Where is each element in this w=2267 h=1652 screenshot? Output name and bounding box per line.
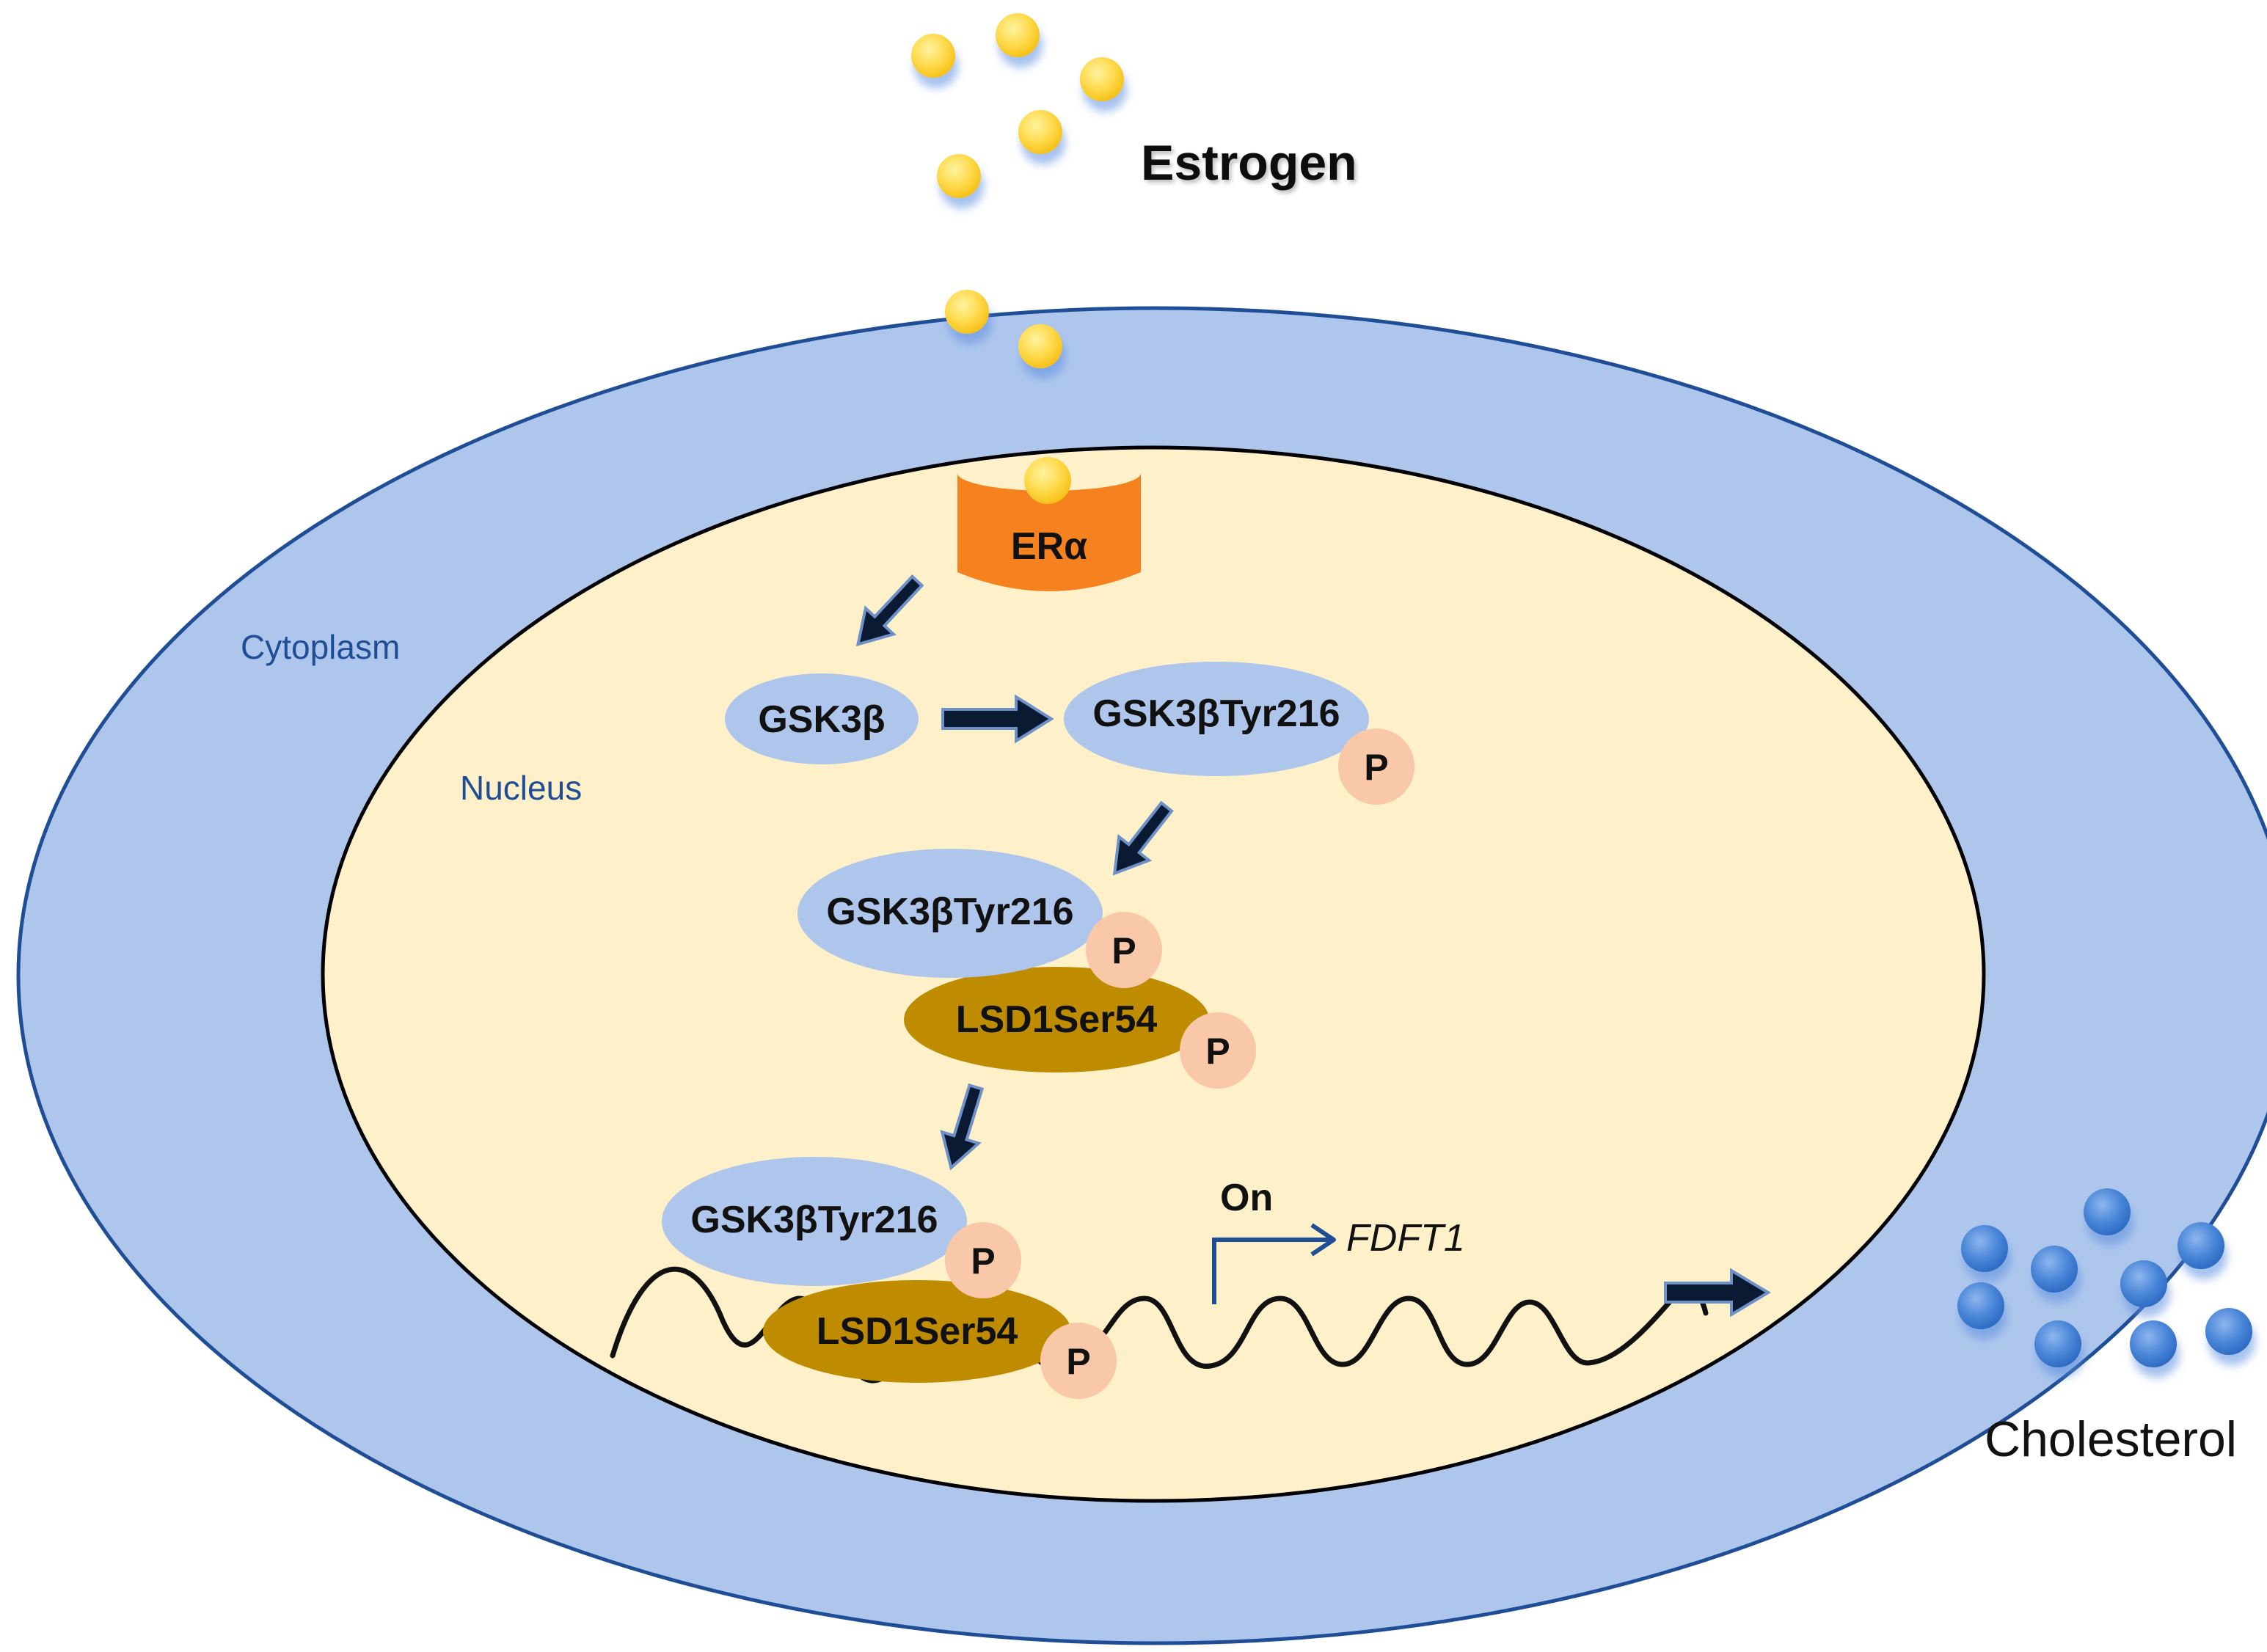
complex-on-dna: GSK3βTyr216 P LSD1Ser54 P — [662, 1157, 1117, 1399]
cholesterol-dot — [2205, 1308, 2252, 1355]
gsk3b-tyr216-label: GSK3βTyr216 — [1092, 692, 1340, 735]
cholesterol-dot — [2084, 1188, 2131, 1235]
estrogen-molecules — [911, 13, 1124, 368]
cholesterol-label: Cholesterol — [1985, 1411, 2237, 1467]
phospho-badge — [1040, 1323, 1117, 1399]
cholesterol-molecules — [1957, 1188, 2252, 1367]
estrogen-label: Estrogen — [1141, 135, 1357, 191]
estrogen-dot — [937, 154, 981, 198]
estrogen-dot — [1018, 324, 1062, 368]
arrow-to-complex — [1112, 800, 1174, 876]
complex-gsk3b-lsd1: GSK3βTyr216 P LSD1Ser54 P — [797, 849, 1256, 1089]
nucleus-label: Nucleus — [460, 769, 582, 807]
cholesterol-dot — [2034, 1320, 2081, 1367]
phospho-badge — [1086, 912, 1162, 988]
gsk3b-node — [725, 673, 919, 764]
transcription-start-arrow — [1212, 1223, 1336, 1304]
phospho-label: P — [1364, 747, 1388, 788]
lsd1-ser54-node — [763, 1280, 1071, 1383]
gsk3b-tyr216-node — [662, 1157, 967, 1286]
phospho-label: P — [1111, 930, 1136, 971]
gsk3b-tyr216-label: GSK3βTyr216 — [690, 1199, 938, 1241]
estrogen-dot — [1080, 57, 1124, 101]
phospho-badge — [945, 1222, 1021, 1298]
gsk3b-tyr216-label: GSK3βTyr216 — [826, 891, 1073, 933]
fdft1-gene-label: FDFT1 — [1346, 1217, 1465, 1260]
phospho-badge — [1338, 728, 1414, 805]
cholesterol-dot — [2130, 1320, 2177, 1367]
on-label: On — [1220, 1177, 1273, 1219]
phospho-badge — [1180, 1012, 1256, 1089]
bound-estrogen-dot — [1024, 457, 1071, 504]
estrogen-dot — [1018, 110, 1062, 154]
phospho-label: P — [1205, 1031, 1230, 1072]
cholesterol-dot — [2031, 1246, 2078, 1293]
lsd1-ser54-label: LSD1Ser54 — [817, 1310, 1018, 1353]
arrow-to-cholesterol — [1664, 1268, 1771, 1317]
cholesterol-dot — [2120, 1260, 2167, 1307]
arrow-to-dna — [940, 1083, 985, 1171]
cholesterol-dot — [1961, 1225, 2008, 1272]
lsd1-ser54-label: LSD1Ser54 — [956, 998, 1158, 1041]
cholesterol-dot — [2177, 1222, 2224, 1269]
era-receptor: ERα — [957, 456, 1141, 591]
phospho-label: P — [971, 1240, 995, 1282]
lsd1-ser54-node — [904, 967, 1209, 1072]
arrow-gsk3b-to-phospho — [941, 694, 1054, 744]
estrogen-dot — [996, 13, 1040, 57]
arrow-era-to-gsk3b — [855, 574, 924, 647]
gsk3b-tyr216-node — [1064, 662, 1369, 776]
gsk3b-tyr216-node — [797, 849, 1103, 978]
cholesterol-dot — [1957, 1282, 2004, 1329]
gsk3b-label: GSK3β — [758, 698, 885, 741]
phospho-label: P — [1066, 1341, 1090, 1382]
estrogen-dot — [911, 34, 955, 78]
cytoplasm-label: Cytoplasm — [241, 628, 400, 666]
estrogen-dot — [945, 290, 989, 334]
era-label: ERα — [1011, 525, 1087, 568]
